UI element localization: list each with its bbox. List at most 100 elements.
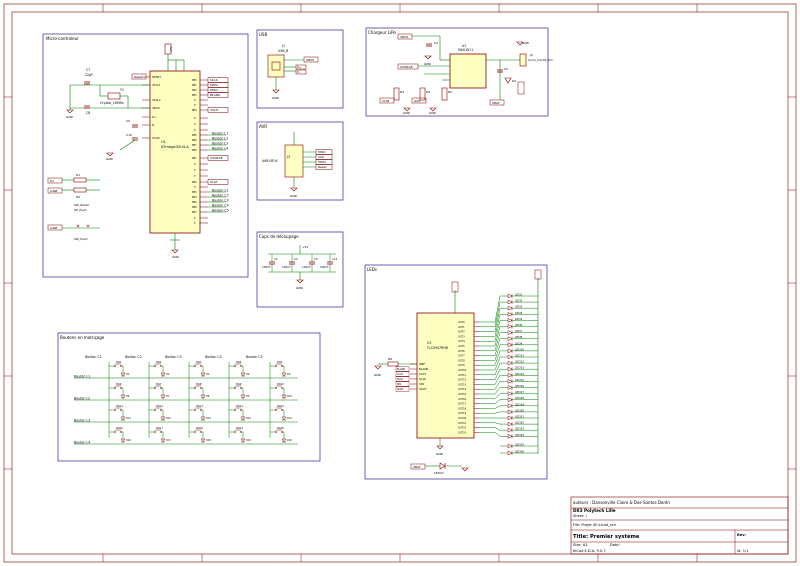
res-r5 <box>441 87 448 101</box>
avr-gnd-icon <box>290 187 298 192</box>
frame-ticks <box>4 4 796 562</box>
charger-gnd-icon-1 <box>424 55 432 60</box>
switch-ref: SW20 <box>277 427 284 430</box>
led-icon <box>507 443 513 449</box>
diode-icon <box>200 372 206 377</box>
led-icon <box>507 421 513 427</box>
led-driver-port <box>395 371 410 377</box>
led-icon <box>507 336 513 342</box>
avr-net-port <box>315 164 333 170</box>
switch-ref: SW16 <box>116 427 123 430</box>
led-icon <box>507 305 513 311</box>
diode-ref: D20 <box>287 439 292 442</box>
led-driver-out-label: OUT5 <box>458 345 465 348</box>
switch-contact <box>275 409 278 412</box>
led-icon <box>507 299 513 305</box>
led-driver-port-label: XLAT <box>397 373 403 376</box>
switch-contact <box>233 365 236 368</box>
diode-ref: D17 <box>166 439 171 442</box>
mcu-vcc-flag <box>164 43 172 55</box>
mcu-right-pin-name: PB2 <box>192 89 197 92</box>
block-charger-frame <box>365 27 549 117</box>
mcu-right-pin-name: PB3 <box>192 191 197 194</box>
switch-ref: SW8 <box>196 383 202 386</box>
avr-connector-body <box>284 144 304 178</box>
title-authors: auteurs : Dansonville Claire & Dos-Santo… <box>573 500 670 505</box>
diode-ref: D1 <box>126 373 130 376</box>
mcu-pin-label: VBUS <box>152 106 160 110</box>
led-driver-port <box>395 376 410 382</box>
port-reset-label: Reset <box>134 75 143 79</box>
switch-contact <box>275 365 278 368</box>
ucap-gnd-label: GND <box>106 157 114 161</box>
diode-ref: D7 <box>166 395 170 398</box>
diode-ref: D2 <box>166 373 170 376</box>
switch-ref: SW11 <box>116 405 123 408</box>
led-icon <box>507 391 513 397</box>
xtal-gnd-label: GND <box>66 115 74 119</box>
mcu-pin-label: XTAL2 <box>152 98 161 102</box>
button-col-label: Bouton C5 <box>246 355 263 359</box>
title-rev: Rev: <box>737 533 747 537</box>
charger-port-vbat-label: VBAT <box>492 101 500 105</box>
mcu-right-pin-name: P <box>194 217 196 220</box>
diode-ref: D12 <box>166 417 171 420</box>
led-ref: LED19 <box>515 402 524 406</box>
caps-gnd-icon <box>296 279 304 284</box>
led-ref: LED2 <box>515 299 522 303</box>
led-driver-gnd-label: GND <box>436 452 444 456</box>
led-ref: LED8 <box>515 335 522 339</box>
switch-ref: SW2 <box>156 361 162 364</box>
cap-c9-ref: C9 <box>126 119 130 123</box>
switch-ref: SW18 <box>196 427 203 430</box>
switch-ref: SW15 <box>277 405 284 408</box>
mcu-net-label: Bouton L2 <box>212 136 228 140</box>
led-icon <box>507 293 513 299</box>
mcu-gnd-icon <box>171 249 179 254</box>
cap-c10 <box>132 137 138 141</box>
block-buttons-title: Boutons en matriçage <box>60 335 105 340</box>
led-driver-out-label: OUT2 <box>458 331 465 334</box>
cap-c4 <box>426 43 432 47</box>
charger-port-vbus <box>397 33 413 40</box>
diode-icon <box>281 438 287 443</box>
mcu-net-label: Bouton L1 <box>212 131 228 135</box>
switch-contact <box>153 431 156 434</box>
switch-ref: SW4 <box>236 361 242 364</box>
diode-icon <box>240 438 246 443</box>
led-out-wire <box>480 422 508 425</box>
usb-port-dminus <box>295 69 307 75</box>
led-driver-out-label: OUT6 <box>458 350 465 353</box>
mcu-right-pin-name: P <box>194 99 196 102</box>
led-ref: LED18 <box>515 396 524 400</box>
led-ref: LED15 <box>515 378 524 382</box>
res-r3-ref: R3 <box>400 90 404 94</box>
usb-port-dplus-label: D+ <box>297 65 301 69</box>
charger-port-ilim-label: ILIM <box>414 99 420 103</box>
led-ref: LED22 <box>515 421 524 425</box>
mcu-net-label: SCLK <box>210 78 219 82</box>
diode-ref: D13 <box>206 417 211 420</box>
mcu-net-label: XLAT <box>210 180 218 184</box>
block-caps: Caps de découpage +5V C1100nFC2100nFC310… <box>256 231 344 308</box>
diode-icon <box>160 372 166 377</box>
cap-value: 100nF <box>282 265 291 269</box>
xtal-gnd-icon <box>66 109 74 114</box>
res-r4-ref: R4 <box>426 90 430 94</box>
cap-c7 <box>84 81 90 85</box>
button-col-label: Bouton C1 <box>85 355 102 359</box>
cap-value: 100nF <box>320 265 329 269</box>
port-dminus-label: sdaB <box>50 189 57 193</box>
led-out-wire <box>480 356 508 371</box>
mcu-right-pin-name: P <box>194 175 196 178</box>
diode-ref: D4 <box>246 373 250 376</box>
mcu-net-label: VOUT <box>210 108 219 112</box>
ucap-gnd-icon <box>106 152 114 157</box>
led-out-wire <box>480 295 508 323</box>
led-driver-out-label: OUT0 <box>458 321 465 324</box>
led-icon <box>507 342 513 348</box>
block-leds-frame <box>364 264 548 480</box>
led-ref: LED16 <box>515 384 524 388</box>
charger-gnd-label-1: GND <box>424 62 432 66</box>
led-driver-out-label: OUT21 <box>458 422 467 425</box>
